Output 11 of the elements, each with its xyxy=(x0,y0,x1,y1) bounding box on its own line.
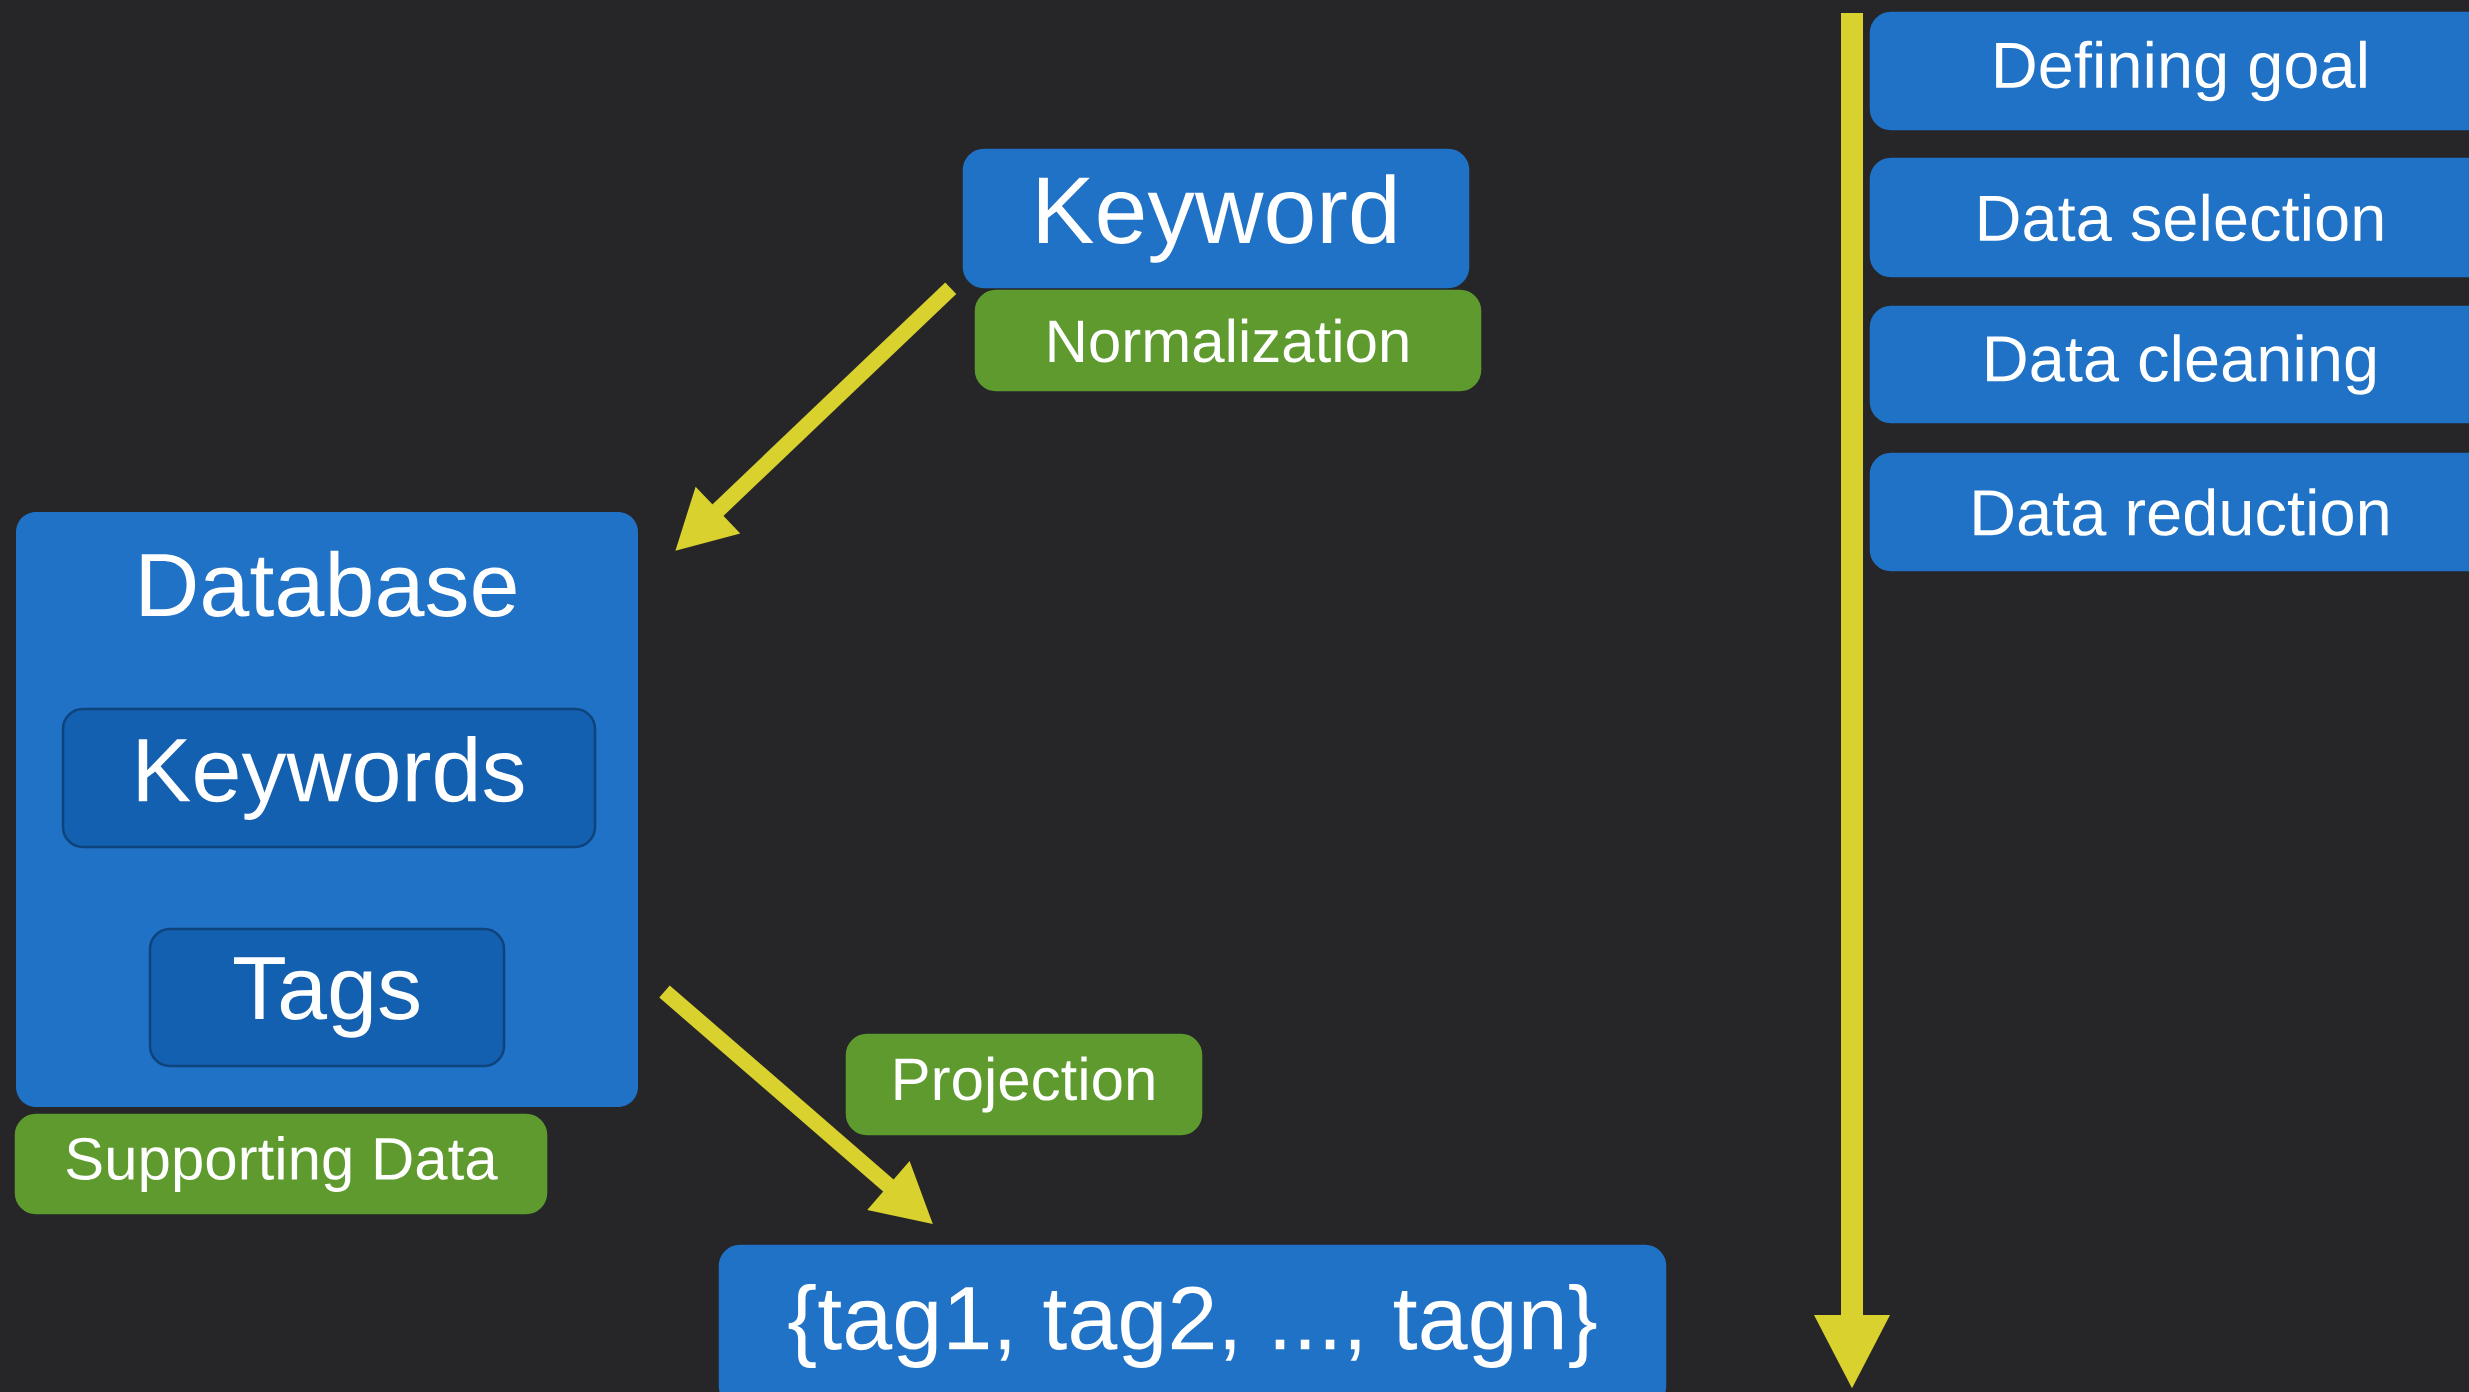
process-label: Normalization xyxy=(974,289,1482,392)
step-box: Data selection xyxy=(1869,157,2469,278)
tags-box: Tags xyxy=(148,927,506,1068)
step-box: Defining goal xyxy=(1869,11,2469,131)
step-box: Data cleaning xyxy=(1869,305,2469,424)
step-box: Data reduction xyxy=(1869,452,2469,572)
process-label: Supporting Data xyxy=(14,1113,548,1215)
keyword-box: Keyword xyxy=(962,148,1470,289)
process-label: Projection xyxy=(845,1033,1203,1136)
keywords-box: Keywords xyxy=(61,707,597,849)
tag-set-box: {tag1, tag2, ..., tagn} xyxy=(718,1244,1667,1392)
